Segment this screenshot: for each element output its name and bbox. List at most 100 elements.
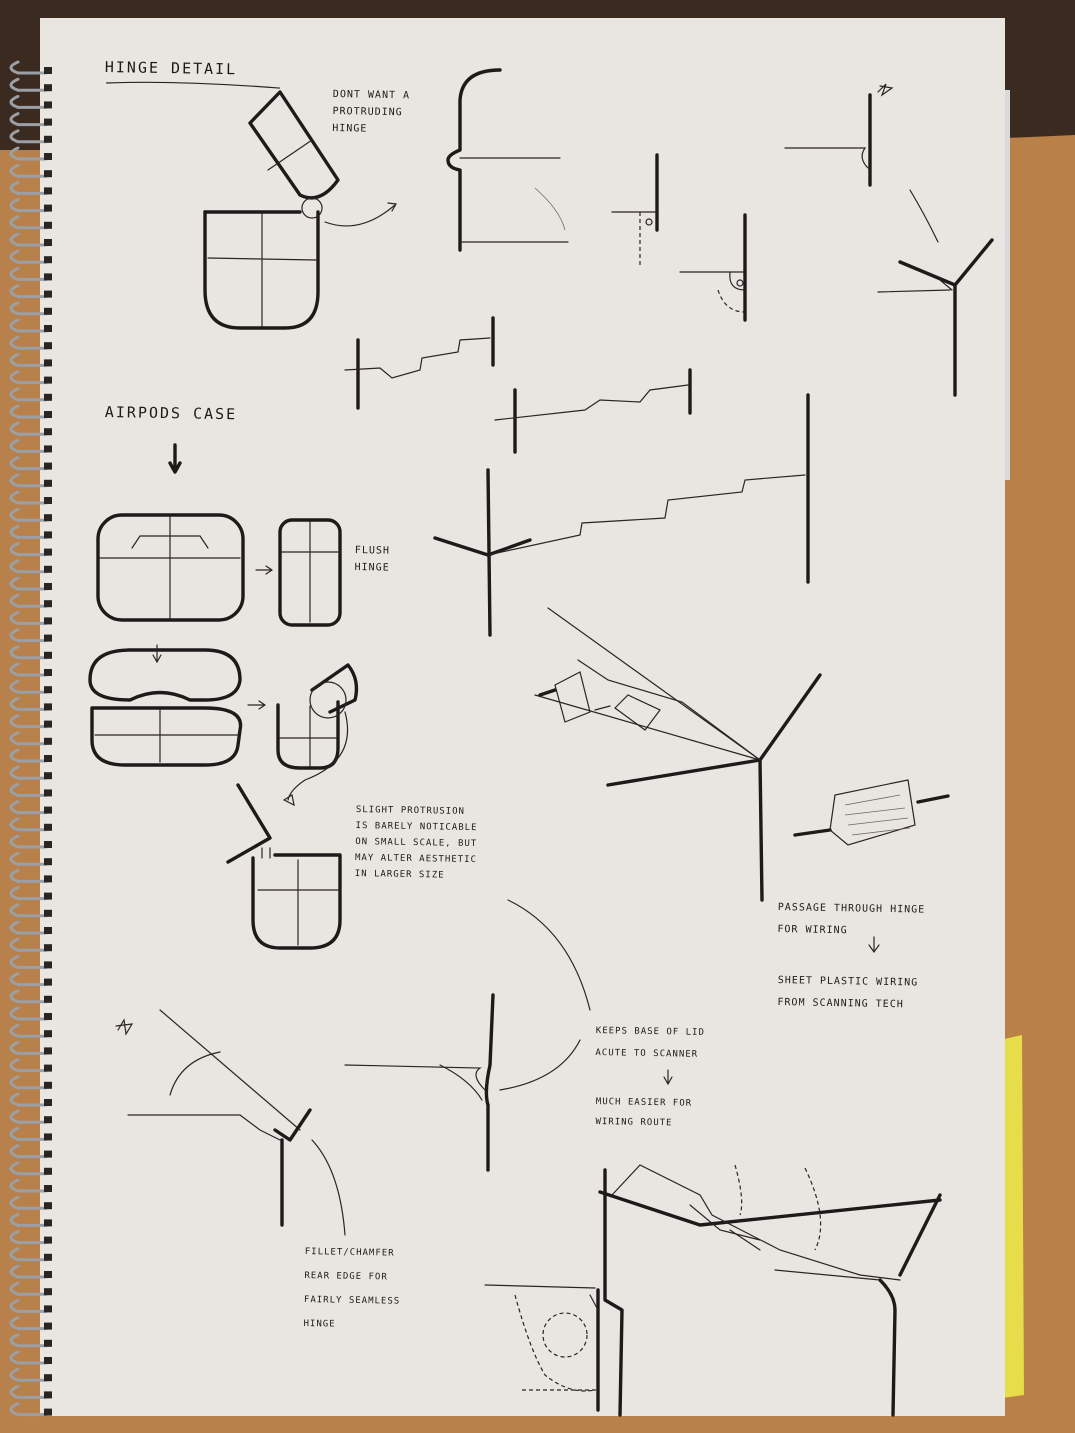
- spiral-coil: [9, 645, 48, 660]
- spiral-coil: [9, 1384, 48, 1399]
- spiral-coil: [9, 1075, 48, 1090]
- spiral-hole: [44, 755, 52, 762]
- spiral-coil: [9, 1333, 48, 1348]
- spiral-coil: [9, 60, 48, 75]
- spiral-hole: [44, 944, 52, 952]
- heading-hinge-detail: HINGE DETAIL: [104, 57, 285, 92]
- spiral-hole: [44, 875, 52, 883]
- spiral-coil: [9, 886, 48, 901]
- spiral-coil: [9, 1040, 48, 1055]
- spiral-hole: [44, 978, 52, 986]
- sticky-note: [1000, 1035, 1024, 1398]
- spiral-hole: [44, 497, 52, 504]
- spiral-coil: [9, 954, 48, 969]
- spiral-hole: [44, 651, 52, 659]
- spiral-hole: [44, 806, 52, 814]
- spiral-coil: [9, 576, 48, 591]
- spiral-hole: [44, 1288, 52, 1296]
- spiral-coil: [9, 1212, 48, 1227]
- spiral-hole: [44, 841, 52, 848]
- sketch-paper: [40, 18, 1005, 1416]
- spiral-coil: [9, 352, 48, 367]
- spiral-hole: [44, 273, 52, 281]
- spiral-hole: [44, 1408, 52, 1416]
- spiral-hole: [44, 1305, 52, 1313]
- spiral-coil: [9, 1092, 48, 1107]
- spiral-hole: [44, 600, 52, 608]
- spiral-coil: [9, 266, 48, 281]
- spiral-hole: [44, 1081, 52, 1089]
- spiral-coil: [9, 163, 48, 178]
- sketch-bottom-pivot: [484, 1284, 600, 1412]
- spiral-hole: [44, 909, 52, 917]
- heading-airpods-case: AIRPODS CASE: [104, 402, 238, 424]
- note-slight-protrusion: SLIGHT PROTRUSION IS BARELY NOTICABLE ON…: [354, 804, 478, 881]
- sketch-seam-profiles: [344, 316, 692, 454]
- spiral-hole: [44, 290, 52, 298]
- spiral-hole: [44, 187, 52, 195]
- spiral-coil: [9, 1350, 48, 1365]
- spiral-coil: [9, 593, 48, 608]
- spiral-hole: [44, 1099, 52, 1106]
- sketch-open-lid: [203, 90, 397, 330]
- sketch-wiring-passage: [534, 607, 950, 902]
- spiral-coil: [9, 1281, 48, 1296]
- spiral-coil: [9, 696, 48, 711]
- spiral-coil: [9, 748, 48, 763]
- spiral-hole: [44, 583, 52, 590]
- spiral-coil: [9, 215, 48, 230]
- spiral-hole: [44, 617, 52, 625]
- spiral-coil: [9, 198, 48, 213]
- note-sheet-plastic: SHEET PLASTIC WIRING FROM SCANNING TECH: [777, 974, 919, 1011]
- spiral-hole: [44, 737, 52, 745]
- spiral-hole: [44, 153, 52, 160]
- heading-underline: [105, 81, 281, 89]
- spiral-hole: [44, 1339, 52, 1347]
- spiral-coil: [9, 335, 48, 350]
- spiral-coil: [9, 1144, 48, 1159]
- spiral-coil: [9, 903, 48, 918]
- note-fillet-chamfer: FILLET/CHAMFER REAR EDGE FOR FAIRLY SEAM…: [303, 1246, 401, 1330]
- spiral-coil: [9, 94, 48, 109]
- spiral-hole: [44, 1202, 52, 1210]
- spiral-hole: [44, 858, 52, 866]
- spiral-coil: [9, 714, 48, 729]
- spiral-coil: [9, 370, 48, 385]
- spiral-hole: [44, 428, 52, 436]
- spiral-coil: [9, 782, 48, 797]
- spiral-coil: [9, 438, 48, 453]
- spiral-coil: [9, 490, 48, 505]
- spiral-hole: [44, 170, 52, 178]
- spiral-hole: [44, 1253, 52, 1261]
- spiral-hole: [44, 135, 52, 143]
- spiral-hole: [44, 307, 52, 315]
- sketch-airpods-case: [88, 443, 359, 807]
- spiral-hole: [44, 1150, 52, 1158]
- spiral-coil: [9, 1367, 48, 1382]
- spiral-coil: [9, 318, 48, 333]
- spiral-coil: [9, 628, 48, 643]
- spiral-hole: [44, 1322, 52, 1330]
- spiral-coil: [9, 1195, 48, 1210]
- spiral-hole: [44, 1116, 52, 1124]
- spiral-coil: [9, 851, 48, 866]
- spiral-hole: [44, 927, 52, 934]
- spiral-coil: [9, 1126, 48, 1141]
- spiral-hole: [44, 239, 52, 246]
- spiral-coil: [9, 1316, 48, 1331]
- sketch-hinge-profile: [446, 68, 569, 252]
- spiral-coil: [9, 1298, 48, 1313]
- sketch-fillet-hinge: [115, 1009, 346, 1236]
- spiral-hole: [44, 342, 52, 350]
- spiral-coil: [9, 542, 48, 557]
- sketch-corner-top-right: [784, 83, 994, 397]
- spiral-hole: [44, 479, 52, 487]
- spiral-coil: [9, 249, 48, 264]
- spiral-hole: [44, 84, 52, 92]
- spiral-coil: [9, 507, 48, 522]
- sketch-hinge-assembly: [598, 1164, 942, 1417]
- spiral-coil: [9, 662, 48, 677]
- sketch-slight-protrusion: [226, 783, 342, 950]
- spiral-hole: [44, 703, 52, 711]
- spiral-coil: [9, 146, 48, 161]
